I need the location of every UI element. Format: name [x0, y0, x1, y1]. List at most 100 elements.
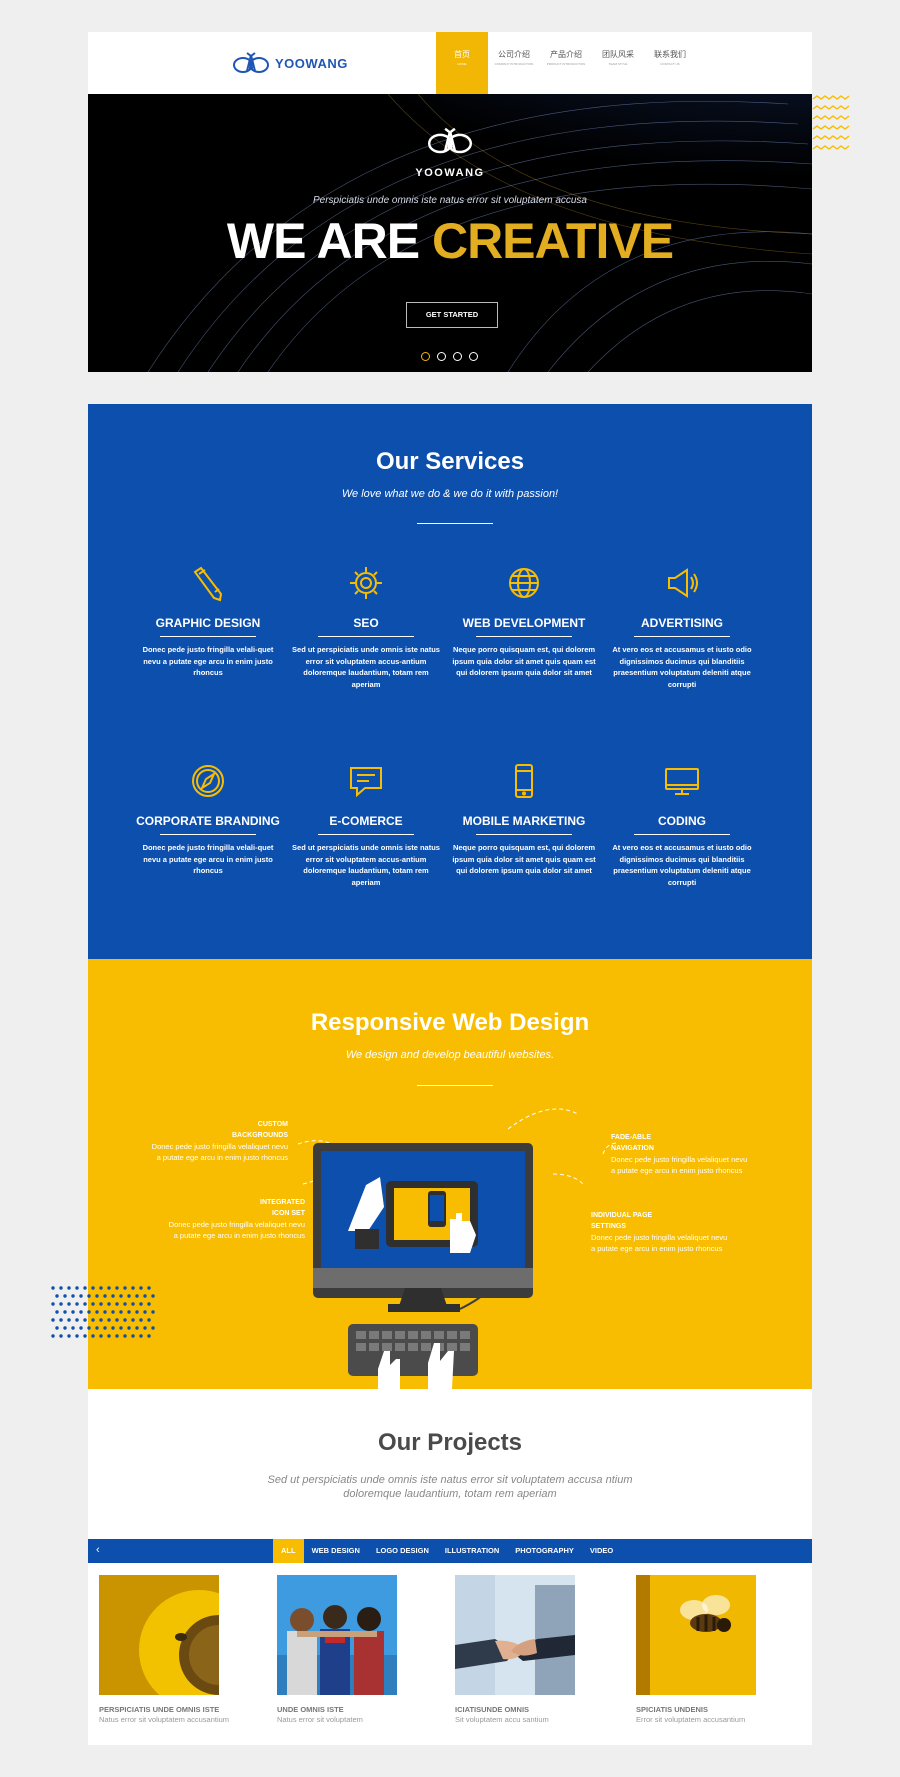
pencil-icon: [193, 566, 223, 602]
feature-description: Donec pede justo fringilla velaliquet ne…: [611, 1155, 748, 1164]
zigzag-decoration: [812, 95, 850, 150]
get-started-button[interactable]: GET STARTED: [406, 302, 498, 328]
feature-callout: INDIVIDUAL PAGE SETTINGS Donec pede just…: [591, 1210, 761, 1254]
project-subtitle: Sit voluptatem accu santium: [455, 1715, 549, 1724]
decor-dot: [111, 1310, 115, 1314]
service-name: SEO: [353, 616, 379, 630]
hero-title-white: WE ARE: [226, 213, 420, 269]
decor-dot: [147, 1302, 151, 1306]
decor-dot: [103, 1310, 107, 1314]
divider: [417, 1085, 493, 1086]
decor-dot: [99, 1318, 103, 1322]
decor-dot: [151, 1294, 155, 1298]
decor-dot: [99, 1302, 103, 1306]
nav-label: 团队风采: [602, 50, 634, 59]
sunflower-image: [99, 1575, 219, 1695]
decor-dot: [143, 1294, 147, 1298]
decor-dot: [99, 1334, 103, 1338]
decor-dot: [75, 1302, 79, 1306]
decor-dot: [151, 1326, 155, 1330]
feature-callout: INTEGRATED ICON SET Donec pede justo fri…: [155, 1197, 305, 1241]
decor-dot: [123, 1286, 127, 1290]
filter-all[interactable]: ALL: [273, 1539, 304, 1563]
logo[interactable]: YOOWANG: [233, 50, 348, 76]
project-title: PERSPICIATIS UNDE OMNIS ISTE: [99, 1705, 220, 1714]
service-description: Donec pede justo fringilla velali-quet n…: [142, 843, 274, 875]
decor-dot: [95, 1294, 99, 1298]
decor-dot: [75, 1334, 79, 1338]
responsive-subtitle: We design and develop beautiful websites…: [345, 1049, 555, 1061]
project-card[interactable]: UNDE OMNIS ISTE Natus error sit voluptat…: [277, 1575, 417, 1724]
decor-dot: [75, 1286, 79, 1290]
service-description: At vero eos et accusamus et iusto odio d…: [612, 843, 752, 887]
slider-dot[interactable]: [437, 352, 446, 361]
decor-dot: [115, 1302, 119, 1306]
filter-photography[interactable]: PHOTOGRAPHY: [515, 1546, 574, 1555]
project-thumbnail: [455, 1575, 575, 1695]
project-card[interactable]: PERSPICIATIS UNDE OMNIS ISTE Natus error…: [99, 1575, 239, 1724]
decor-dot: [127, 1294, 131, 1298]
feature-heading: FADE-ABLE: [611, 1134, 652, 1141]
decor-dot: [131, 1318, 135, 1322]
service-name: CORPORATE BRANDING: [136, 814, 280, 828]
compass-icon: [192, 765, 224, 797]
service-item[interactable]: CORPORATE BRANDING Donec pede justo frin…: [133, 762, 283, 877]
service-description: Neque porro quisquam est, qui dolorem ip…: [452, 843, 596, 875]
nav-sublabel: CONTACT US: [660, 62, 680, 66]
nav-label: 产品介绍: [550, 50, 582, 59]
slider-dot[interactable]: [469, 352, 478, 361]
decor-dot: [67, 1334, 71, 1338]
service-item[interactable]: ADVERTISING At vero eos et accusamus et …: [607, 564, 757, 690]
filter-illustration[interactable]: ILLUSTRATION: [444, 1546, 500, 1555]
service-item[interactable]: CODING At vero eos et accusamus et iusto…: [607, 762, 757, 888]
service-item[interactable]: SEO Sed ut perspiciatis unde omnis iste …: [291, 564, 441, 690]
section-gap: [88, 372, 812, 404]
decor-dot: [59, 1318, 63, 1322]
decor-dot: [91, 1334, 95, 1338]
service-description: Donec pede justo fringilla velali-quet n…: [142, 645, 274, 677]
dot-pattern-decoration: [51, 1286, 155, 1338]
project-card[interactable]: ICIATISUNDE OMNIS Sit voluptatem accu sa…: [455, 1575, 595, 1724]
service-item[interactable]: GRAPHIC DESIGN Donec pede justo fringill…: [133, 564, 283, 679]
handshake-image: [455, 1575, 575, 1695]
chat-icon: [350, 767, 382, 798]
decor-dot: [135, 1326, 139, 1330]
decor-dot: [147, 1286, 151, 1290]
service-description: At vero eos et accusamus et iusto odio d…: [612, 645, 752, 689]
chevron-left-icon[interactable]: ‹: [96, 1544, 100, 1556]
decor-dot: [83, 1286, 87, 1290]
filter-web-design[interactable]: WEB DESIGN: [311, 1546, 360, 1555]
decor-dot: [83, 1302, 87, 1306]
project-card[interactable]: SPICIATIS UNDENIS Error sit voluptatem a…: [636, 1575, 776, 1724]
decor-dot: [139, 1318, 143, 1322]
globe-icon: [509, 568, 539, 598]
decor-dot: [71, 1326, 75, 1330]
service-description: Neque porro quisquam est, qui dolorem ip…: [452, 645, 596, 677]
decor-dot: [147, 1318, 151, 1322]
filter-video[interactable]: VIDEO: [589, 1546, 614, 1555]
decor-dot: [111, 1326, 115, 1330]
project-title: SPICIATIS UNDENIS: [636, 1705, 708, 1714]
service-item[interactable]: MOBILE MARKETING Neque porro quisquam es…: [449, 762, 599, 877]
service-item[interactable]: E-COMERCE Sed ut perspiciatis unde omnis…: [291, 762, 441, 888]
service-item[interactable]: WEB DEVELOPMENT Neque porro quisquam est…: [449, 564, 599, 679]
responsive-section: Responsive Web Design We design and deve…: [88, 959, 812, 1389]
feature-callout: CUSTOM BACKGROUNDS Donec pede justo frin…: [138, 1119, 288, 1163]
decor-dot: [79, 1326, 83, 1330]
filter-logo-design[interactable]: LOGO DESIGN: [375, 1546, 429, 1555]
hero-brand: YOOWANG: [88, 124, 812, 179]
monitor-icon: [665, 768, 699, 795]
bee-logo-icon: [428, 127, 472, 154]
slider-dot[interactable]: [421, 352, 430, 361]
bee-logo-icon: [233, 52, 269, 73]
decor-dot: [71, 1310, 75, 1314]
decor-dot: [55, 1294, 59, 1298]
slider-dot[interactable]: [453, 352, 462, 361]
hero-title: WE ARE CREATIVE: [88, 212, 812, 270]
